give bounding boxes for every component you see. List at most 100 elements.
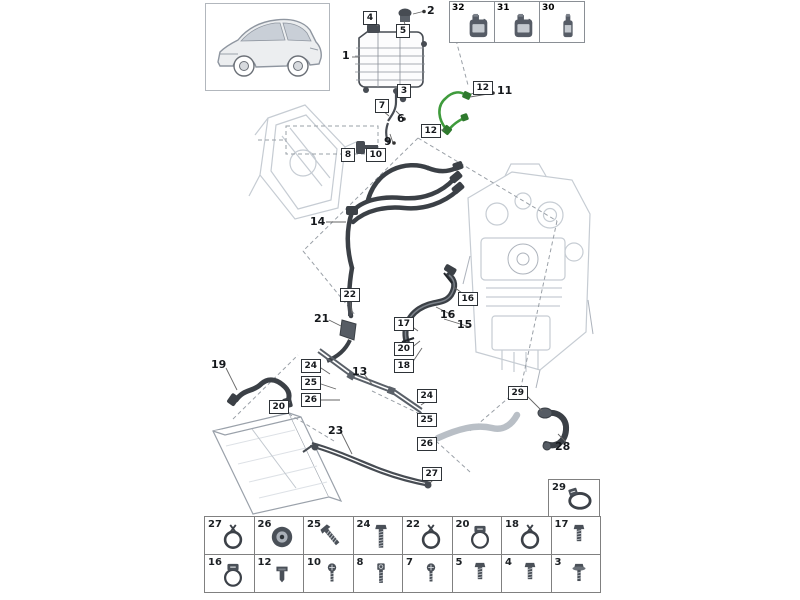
callout-16[interactable]: 16: [458, 292, 478, 306]
callout-24[interactable]: 24: [417, 389, 437, 403]
callout-26[interactable]: 26: [301, 393, 321, 407]
callout-11[interactable]: 11: [497, 84, 513, 97]
screw-washer-icon: [572, 563, 586, 582]
grid-cell-5[interactable]: 5: [452, 555, 502, 593]
callout-6[interactable]: 6: [397, 112, 405, 125]
callout-4[interactable]: 4: [363, 11, 377, 25]
part-number: 18: [505, 519, 519, 530]
callout-19[interactable]: 19: [211, 358, 227, 371]
callout-8[interactable]: 8: [341, 148, 355, 162]
part-number: 27: [208, 519, 222, 530]
screw-icon: [327, 563, 336, 582]
part-number: 31: [497, 3, 510, 13]
clip-icon: [276, 566, 288, 583]
bolt-long-icon: [375, 524, 387, 548]
part-number: 25: [307, 519, 321, 530]
part-number: 8: [356, 557, 364, 568]
callout-28[interactable]: 28: [555, 440, 571, 453]
grid-cell-20[interactable]: 20: [452, 517, 502, 555]
callout-29[interactable]: 29: [508, 386, 528, 400]
bolt-icon: [524, 562, 535, 580]
grid-cell-7[interactable]: 7: [403, 555, 453, 593]
spring-clamp-icon: [520, 524, 539, 549]
jug-icon: [514, 13, 533, 38]
grid-cell-22[interactable]: 22: [403, 517, 453, 555]
callout-13[interactable]: 13: [352, 365, 368, 378]
callout-15[interactable]: 15: [457, 318, 473, 331]
callout-5[interactable]: 5: [396, 24, 410, 38]
part-number: 7: [406, 557, 413, 568]
spring-clamp-icon: [421, 524, 440, 549]
part-number: 22: [406, 519, 420, 530]
grid-cell-16[interactable]: 16: [205, 555, 255, 593]
parts-grid: 27 26 25 24 22 20 18 17 16 12 10 8 7 5 4 3: [204, 516, 601, 593]
band-clamp-icon: [568, 487, 592, 510]
stud-icon: [319, 524, 339, 546]
jug-icon: [469, 13, 488, 38]
part-number: 17: [554, 519, 569, 530]
part-number: 32: [452, 3, 465, 13]
part-number: 12: [257, 557, 272, 568]
callout-24[interactable]: 24: [301, 359, 321, 373]
callout-12[interactable]: 12: [473, 81, 493, 95]
callout-21[interactable]: 21: [314, 312, 330, 325]
grid-cell-29[interactable]: 29: [548, 479, 600, 517]
callout-7[interactable]: 7: [375, 99, 389, 113]
callout-27[interactable]: 27: [422, 467, 442, 481]
callout-23[interactable]: 23: [328, 424, 344, 437]
worm-clamp-icon: [223, 563, 242, 587]
callout-3[interactable]: 3: [397, 84, 411, 98]
bottle-icon: [563, 13, 573, 38]
grid-cell-4[interactable]: 4: [502, 555, 552, 593]
callout-10[interactable]: 10: [366, 148, 386, 162]
pulley-icon: [271, 526, 293, 548]
part-number: 26: [257, 519, 272, 530]
callout-20[interactable]: 20: [269, 400, 289, 414]
grid-cell-17[interactable]: 17: [551, 517, 601, 555]
grid-cell-18[interactable]: 18: [502, 517, 552, 555]
spring-clamp-icon: [223, 524, 242, 549]
part-box-32[interactable]: 32: [449, 1, 495, 43]
callout-18[interactable]: 18: [394, 359, 414, 373]
bolt-icon: [573, 524, 585, 542]
callout-26[interactable]: 26: [417, 437, 437, 451]
part-number: 24: [356, 519, 371, 530]
part-number: 29: [552, 482, 566, 493]
grid-cell-26[interactable]: 26: [254, 517, 304, 555]
part-number: 16: [208, 557, 222, 568]
part-number: 30: [542, 3, 555, 13]
callout-2[interactable]: 2: [427, 4, 435, 17]
bolt-icon: [474, 562, 486, 580]
callout-9[interactable]: 9: [384, 135, 392, 148]
callout-16[interactable]: 16: [440, 308, 456, 321]
callout-12[interactable]: 12: [421, 124, 441, 138]
vehicle-icon: [217, 18, 322, 77]
vehicle-thumbnail: [205, 3, 330, 91]
worm-clamp-icon: [470, 525, 490, 549]
callout-14[interactable]: 14: [310, 215, 326, 228]
callout-22[interactable]: 22: [340, 288, 360, 302]
grid-cell-12[interactable]: 12: [254, 555, 304, 593]
top-parts-strip: 32 31 30: [449, 1, 585, 43]
callout-25[interactable]: 25: [301, 376, 321, 390]
part-number: 5: [455, 557, 463, 568]
callout-20[interactable]: 20: [394, 342, 414, 356]
grid-cell-8[interactable]: 8: [353, 555, 403, 593]
part-number: 3: [554, 557, 562, 568]
part-number: 4: [505, 557, 512, 568]
part-number: 10: [307, 557, 321, 568]
socket-bolt-icon: [377, 563, 385, 583]
grid-cell-27[interactable]: 27: [205, 517, 255, 555]
screw-icon: [426, 563, 435, 582]
callout-1[interactable]: 1: [342, 49, 350, 62]
part-box-30[interactable]: 30: [539, 1, 585, 43]
grid-cell-3[interactable]: 3: [551, 555, 601, 593]
grid-cell-24[interactable]: 24: [353, 517, 403, 555]
callout-17[interactable]: 17: [394, 317, 414, 331]
grid-cell-10[interactable]: 10: [304, 555, 354, 593]
part-number: 20: [455, 519, 470, 530]
part-box-31[interactable]: 31: [494, 1, 540, 43]
grid-cell-25[interactable]: 25: [304, 517, 354, 555]
callout-25[interactable]: 25: [417, 413, 437, 427]
